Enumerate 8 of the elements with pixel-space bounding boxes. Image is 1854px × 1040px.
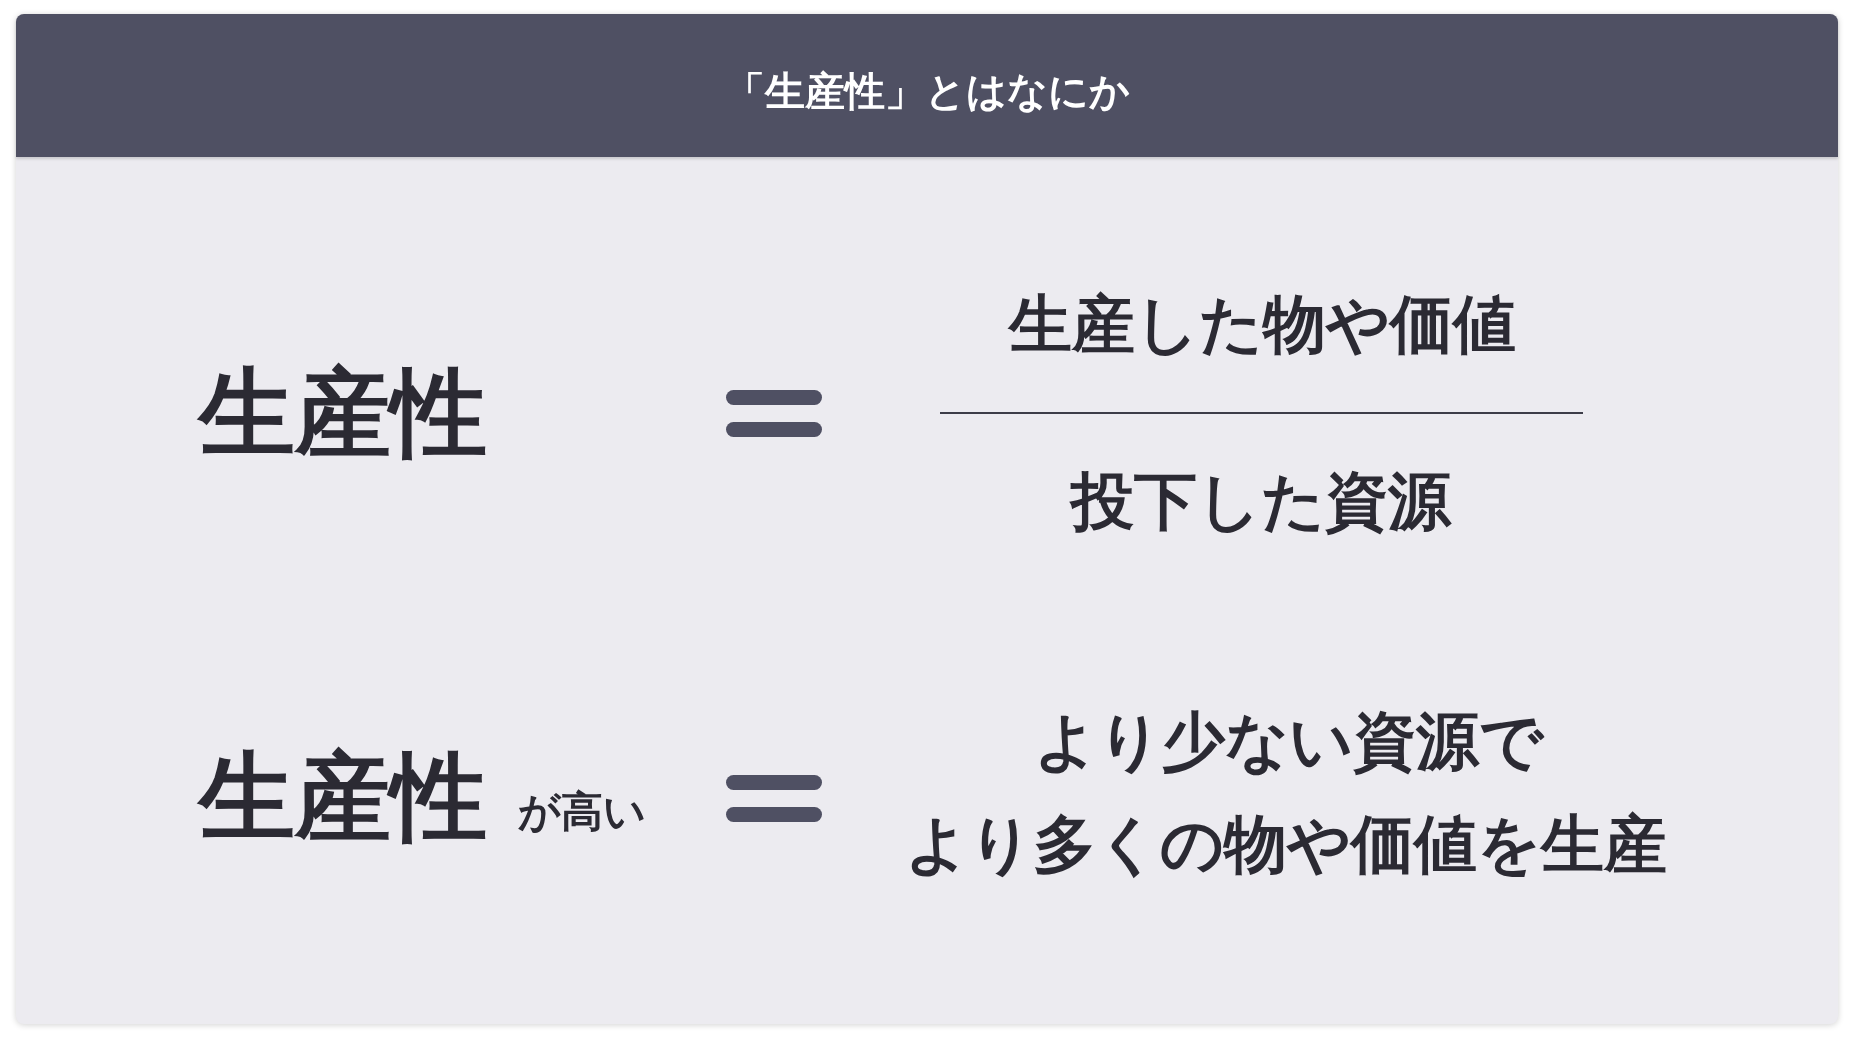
numerator-text: 生産した物や価値 (1008, 290, 1516, 360)
term-text: 生産性 (199, 745, 487, 851)
page-title: 「生産性」とはなにか (724, 69, 1130, 113)
denominator-text: 投下した資源 (1071, 467, 1451, 537)
term-text: 生産性 (199, 361, 487, 467)
qualifier-text: が高い (518, 788, 646, 836)
definition-text: より少ない資源で (1033, 707, 1543, 777)
definition-text: より多くの物や価値を生産 (905, 810, 1667, 880)
